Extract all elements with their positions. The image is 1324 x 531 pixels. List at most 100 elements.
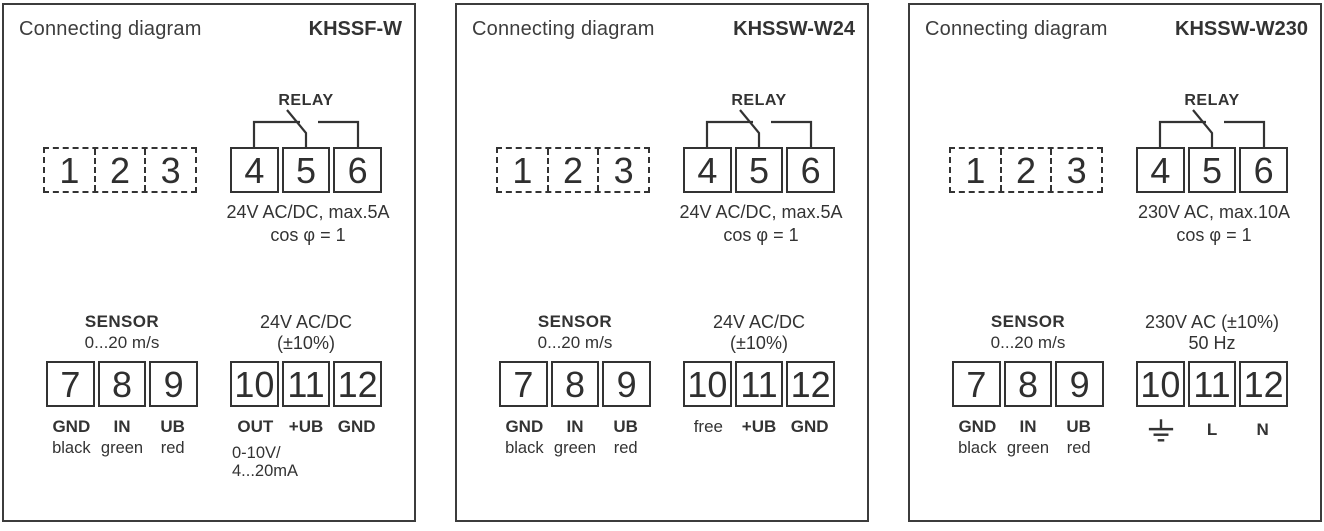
terminal-6: 6 — [786, 147, 836, 193]
terminal-number: 3 — [1066, 149, 1087, 191]
terminal-12: 12 — [333, 361, 383, 407]
terminal-number: 4 — [244, 149, 265, 191]
power-pin-labels: OUT +UB GND — [230, 417, 382, 437]
sensor-terminal-block: 7 8 9 — [46, 361, 199, 407]
pin-ub: UB — [1066, 417, 1091, 436]
terminal-11: 11 — [281, 361, 331, 407]
pin-gnd: GND — [958, 417, 997, 436]
wire-green: green — [100, 439, 144, 457]
power-header: 230V AC (±10%) — [1145, 312, 1279, 332]
unused-terminal-block: 1 2 3 — [949, 147, 1103, 193]
sensor-range: 0...20 m/s — [84, 333, 160, 352]
relay-terminal-block: 4 5 6 — [1136, 147, 1289, 193]
pin-plus-ub: +UB — [288, 417, 324, 436]
relay-label: RELAY — [731, 92, 787, 109]
relay-cos-phi: cos φ = 1 — [270, 225, 346, 245]
terminal-number: 7 — [60, 363, 81, 405]
terminal-7: 7 — [499, 361, 548, 407]
terminal-number: 2 — [109, 149, 131, 191]
terminal-11: 11 — [1187, 361, 1237, 407]
power-header: 24V AC/DC — [259, 312, 353, 332]
sensor-header: SENSOR — [990, 312, 1066, 331]
terminal-5: 5 — [1187, 147, 1237, 193]
pin-ub: UB — [613, 417, 638, 436]
terminal-1: 1 — [498, 149, 547, 191]
output-signal-note-line2: 4...20mA — [232, 462, 299, 480]
terminal-number: 11 — [287, 363, 325, 405]
terminal-4: 4 — [683, 147, 732, 193]
model-name: KHSSW-W24 — [733, 18, 855, 40]
output-signal-note-line1: 0-10V/ — [232, 444, 281, 462]
model-name: KHSSF-W — [308, 18, 402, 40]
terminal-11: 11 — [734, 361, 784, 407]
terminal-4: 4 — [230, 147, 279, 193]
diagram-panel-khssw-w24: Connecting diagram KHSSW-W24 RELAY 1 2 3… — [455, 3, 869, 522]
terminal-number: 1 — [965, 149, 986, 191]
unused-terminal-block: 1 2 3 — [43, 147, 197, 193]
terminal-10: 10 — [1136, 361, 1185, 407]
relay-label: RELAY — [1184, 92, 1240, 109]
sensor-header: SENSOR — [537, 312, 613, 331]
power-terminal-block: 10 11 12 — [683, 361, 836, 407]
terminal-number: 5 — [295, 149, 317, 191]
terminal-number: 5 — [1201, 149, 1223, 191]
power-pin-labels: L N — [1136, 417, 1288, 442]
unused-terminal-block: 1 2 3 — [496, 147, 650, 193]
diagram-panel-khssw-w230: Connecting diagram KHSSW-W230 RELAY 1 2 … — [908, 3, 1322, 522]
wire-red: red — [160, 439, 185, 457]
power-terminal-block: 10 11 12 — [1136, 361, 1289, 407]
terminal-2: 2 — [999, 149, 1051, 191]
terminal-8: 8 — [550, 361, 600, 407]
sensor-terminal-block: 7 8 9 — [952, 361, 1105, 407]
terminal-number: 12 — [337, 363, 378, 405]
power-header: 24V AC/DC — [712, 312, 806, 332]
terminal-number: 10 — [687, 363, 728, 405]
pin-gnd: GND — [790, 417, 829, 436]
relay-terminal-block: 4 5 6 — [683, 147, 836, 193]
terminal-9: 9 — [149, 361, 199, 407]
terminal-7: 7 — [952, 361, 1001, 407]
terminal-8: 8 — [1003, 361, 1053, 407]
relay-rating: 24V AC/DC, max.5A — [226, 202, 390, 222]
panel-header: Connecting diagram KHSSW-W24 — [472, 18, 855, 41]
terminal-number: 2 — [562, 149, 584, 191]
wire-black: black — [958, 439, 997, 457]
pin-gnd: GND — [52, 417, 91, 436]
relay-cos-phi: cos φ = 1 — [1176, 225, 1252, 245]
pin-line: L — [1206, 419, 1218, 439]
terminal-2: 2 — [546, 149, 598, 191]
panel-header: Connecting diagram KHSSF-W — [19, 18, 402, 41]
pin-free: free — [693, 417, 723, 436]
terminal-number: 8 — [1017, 363, 1039, 405]
model-name: KHSSW-W230 — [1175, 18, 1308, 40]
terminal-number: 9 — [163, 363, 184, 405]
terminal-number: 12 — [790, 363, 831, 405]
pin-gnd: GND — [505, 417, 544, 436]
terminal-4: 4 — [1136, 147, 1185, 193]
pin-out: OUT — [237, 417, 274, 436]
pin-neutral: N — [1256, 419, 1269, 439]
terminal-number: 9 — [1069, 363, 1090, 405]
pin-gnd: GND — [337, 417, 376, 436]
pin-in: IN — [1019, 417, 1037, 436]
terminal-number: 6 — [800, 149, 821, 191]
pin-in: IN — [566, 417, 584, 436]
terminal-number: 10 — [234, 363, 275, 405]
terminal-number: 7 — [966, 363, 987, 405]
terminal-1: 1 — [951, 149, 1000, 191]
relay-rating: 24V AC/DC, max.5A — [679, 202, 843, 222]
terminal-number: 6 — [1253, 149, 1274, 191]
terminal-10: 10 — [230, 361, 279, 407]
sensor-terminal-block: 7 8 9 — [499, 361, 652, 407]
terminal-3: 3 — [1050, 149, 1101, 191]
terminal-6: 6 — [1239, 147, 1289, 193]
terminal-number: 2 — [1015, 149, 1037, 191]
wire-black: black — [52, 439, 91, 457]
relay-label: RELAY — [278, 92, 334, 109]
terminal-number: 12 — [1243, 363, 1284, 405]
diagram-title: Connecting diagram — [19, 18, 202, 40]
wire-green: green — [1006, 439, 1050, 457]
terminal-number: 11 — [1193, 363, 1231, 405]
terminal-number: 10 — [1140, 363, 1181, 405]
